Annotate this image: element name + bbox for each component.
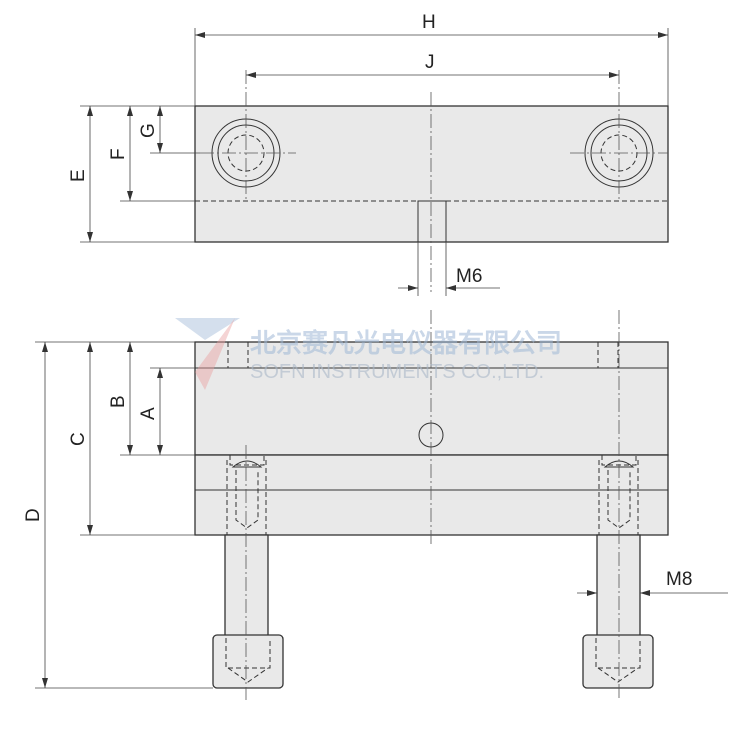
dim-label-c: C (68, 432, 89, 446)
dim-label-d: D (23, 508, 44, 522)
dim-label-h: H (422, 12, 436, 33)
dim-label-m6: M6 (456, 266, 482, 287)
top-view (194, 70, 669, 292)
front-dimensions (35, 341, 728, 689)
dim-label-g: G (138, 123, 159, 138)
watermark-en: SOFN INSTRUMENTS CO.,LTD. (250, 361, 544, 383)
post-left (203, 455, 290, 689)
top-dimensions (80, 28, 669, 296)
dim-label-j: J (425, 52, 435, 73)
dim-label-m8: M8 (666, 569, 692, 590)
front-view (194, 310, 669, 700)
watermark-cn: 北京赛凡光电仪器有限公司 (250, 328, 562, 359)
dim-label-b: B (108, 395, 129, 408)
dim-label-e: E (68, 169, 89, 182)
dim-label-f: F (108, 148, 129, 160)
post-right (575, 455, 662, 689)
watermark-logo: 北京赛凡光电仪器有限公司 SOFN INSTRUMENTS CO.,LTD. (175, 318, 562, 390)
dim-label-a: A (138, 407, 159, 420)
